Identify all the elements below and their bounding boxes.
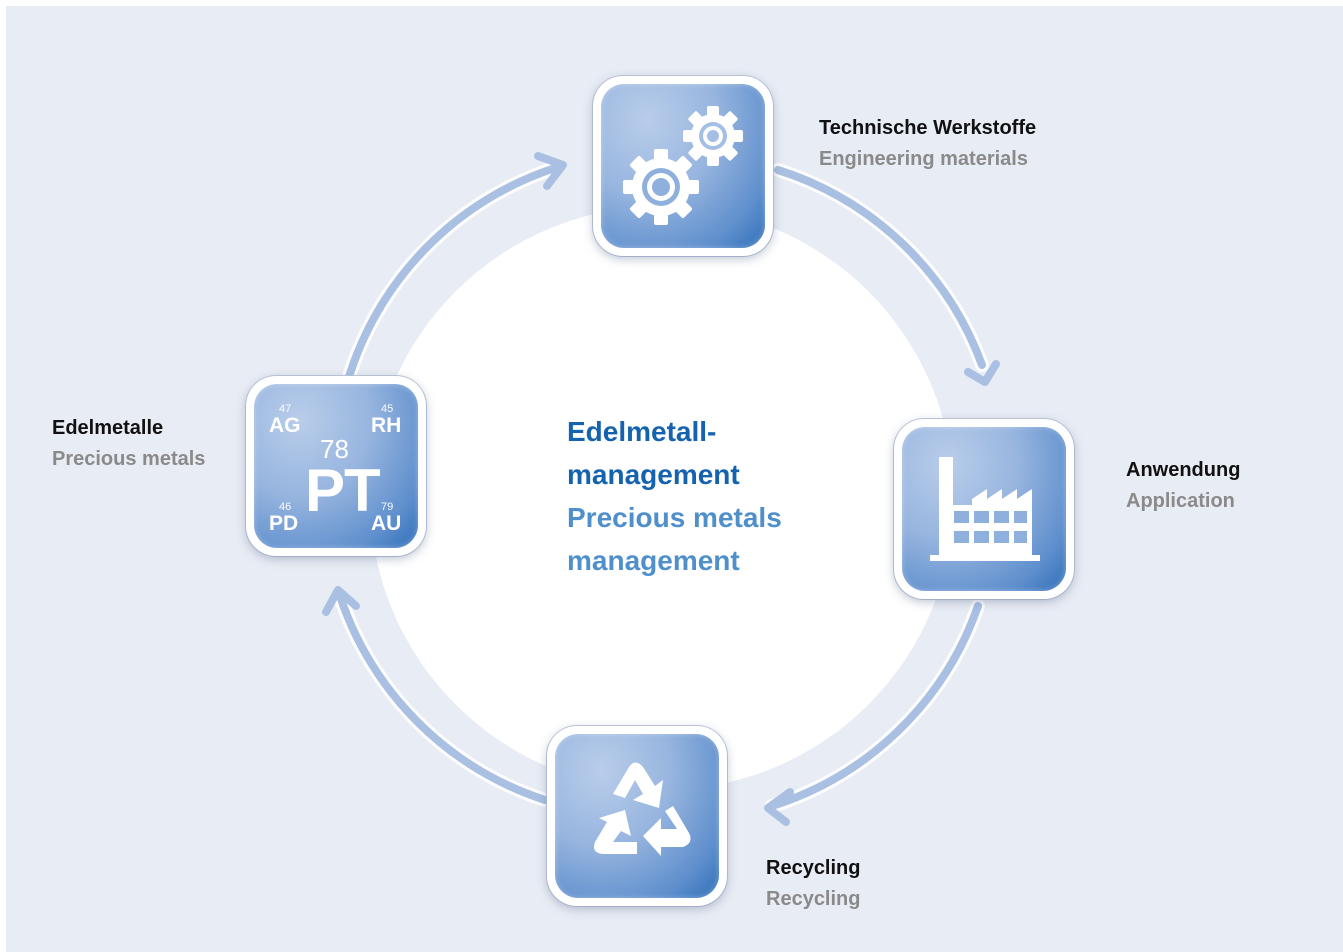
recycle-icon xyxy=(594,762,691,856)
node-recycling xyxy=(547,726,727,906)
element-pt-symbol: PT xyxy=(305,457,381,524)
label-recycling-en: Recycling xyxy=(766,888,861,910)
center-disk xyxy=(370,206,954,790)
element-au-number: 79 xyxy=(381,501,394,513)
label-precious-metals: Edelmetalle Precious metals xyxy=(52,413,205,475)
arrow-engineering-to-application xyxy=(771,163,1000,386)
arrow-recycling-to-precious xyxy=(322,586,552,807)
label-recycling-de: Recycling xyxy=(766,857,861,879)
arrow-application-to-recycling xyxy=(764,599,985,826)
gears-icon xyxy=(623,106,743,225)
tile-engineering xyxy=(601,84,765,248)
element-rh-number: 45 xyxy=(381,403,394,415)
node-precious-metals: 47 AG 45 RH 78 PT 46 PD 79 AU xyxy=(246,376,426,556)
element-ag-number: 47 xyxy=(279,403,292,415)
arrow-precious-to-engineering xyxy=(341,152,567,387)
element-pt-number: 78 xyxy=(320,434,349,464)
center-title-en-line2: management xyxy=(567,545,740,576)
label-application: Anwendung Application xyxy=(1126,455,1240,517)
element-rh-symbol: RH xyxy=(371,414,402,437)
element-au-symbol: AU xyxy=(371,512,402,535)
label-recycling: Recycling Recycling xyxy=(766,853,860,915)
label-engineering: Technische Werkstoffe Engineering materi… xyxy=(819,113,1036,175)
center-title-en-line1: Precious metals xyxy=(567,502,782,533)
label-engineering-de: Technische Werkstoffe xyxy=(819,117,1037,139)
element-pd-symbol: PD xyxy=(269,512,299,535)
element-pd-number: 46 xyxy=(279,501,292,513)
label-precious-en: Precious metals xyxy=(52,448,206,470)
tile-application xyxy=(902,427,1066,591)
center-title: Edelmetall- management Precious metals m… xyxy=(567,410,782,582)
label-engineering-en: Engineering materials xyxy=(819,148,1028,170)
element-ag-symbol: AG xyxy=(269,414,301,437)
node-engineering-materials xyxy=(593,76,773,256)
factory-icon xyxy=(930,457,1040,561)
center-title-de-line2: management xyxy=(567,459,740,490)
tile-recycling xyxy=(555,734,719,898)
node-application xyxy=(894,419,1074,599)
label-application-de: Anwendung xyxy=(1126,459,1241,481)
center-title-de-line1: Edelmetall- xyxy=(567,416,717,447)
periodic-elements-icon: 47 AG 45 RH 78 PT 46 PD 79 AU xyxy=(254,384,418,548)
label-precious-de: Edelmetalle xyxy=(52,417,164,439)
label-application-en: Application xyxy=(1126,490,1235,512)
